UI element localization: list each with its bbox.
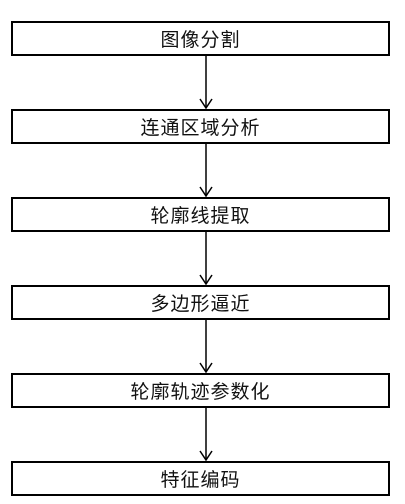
step-label: 多边形逼近	[150, 293, 251, 315]
step-label: 图像分割	[160, 29, 241, 51]
arrow-3	[199, 232, 213, 286]
step-contour-extraction: 轮廓线提取	[11, 197, 390, 232]
arrow-5	[199, 408, 213, 462]
step-connected-region-analysis: 连通区域分析	[11, 109, 390, 144]
step-polygon-approximation: 多边形逼近	[11, 285, 390, 320]
step-feature-encoding: 特征编码	[11, 461, 390, 496]
step-label: 轮廓线提取	[150, 205, 251, 227]
step-label: 连通区域分析	[140, 117, 261, 139]
arrow-1	[199, 56, 213, 110]
arrow-4	[199, 320, 213, 374]
arrow-2	[199, 144, 213, 198]
step-label: 轮廓轨迹参数化	[130, 381, 271, 403]
step-contour-trajectory-parameterization: 轮廓轨迹参数化	[11, 373, 390, 408]
step-label: 特征编码	[160, 469, 241, 491]
step-image-segmentation: 图像分割	[11, 21, 390, 56]
